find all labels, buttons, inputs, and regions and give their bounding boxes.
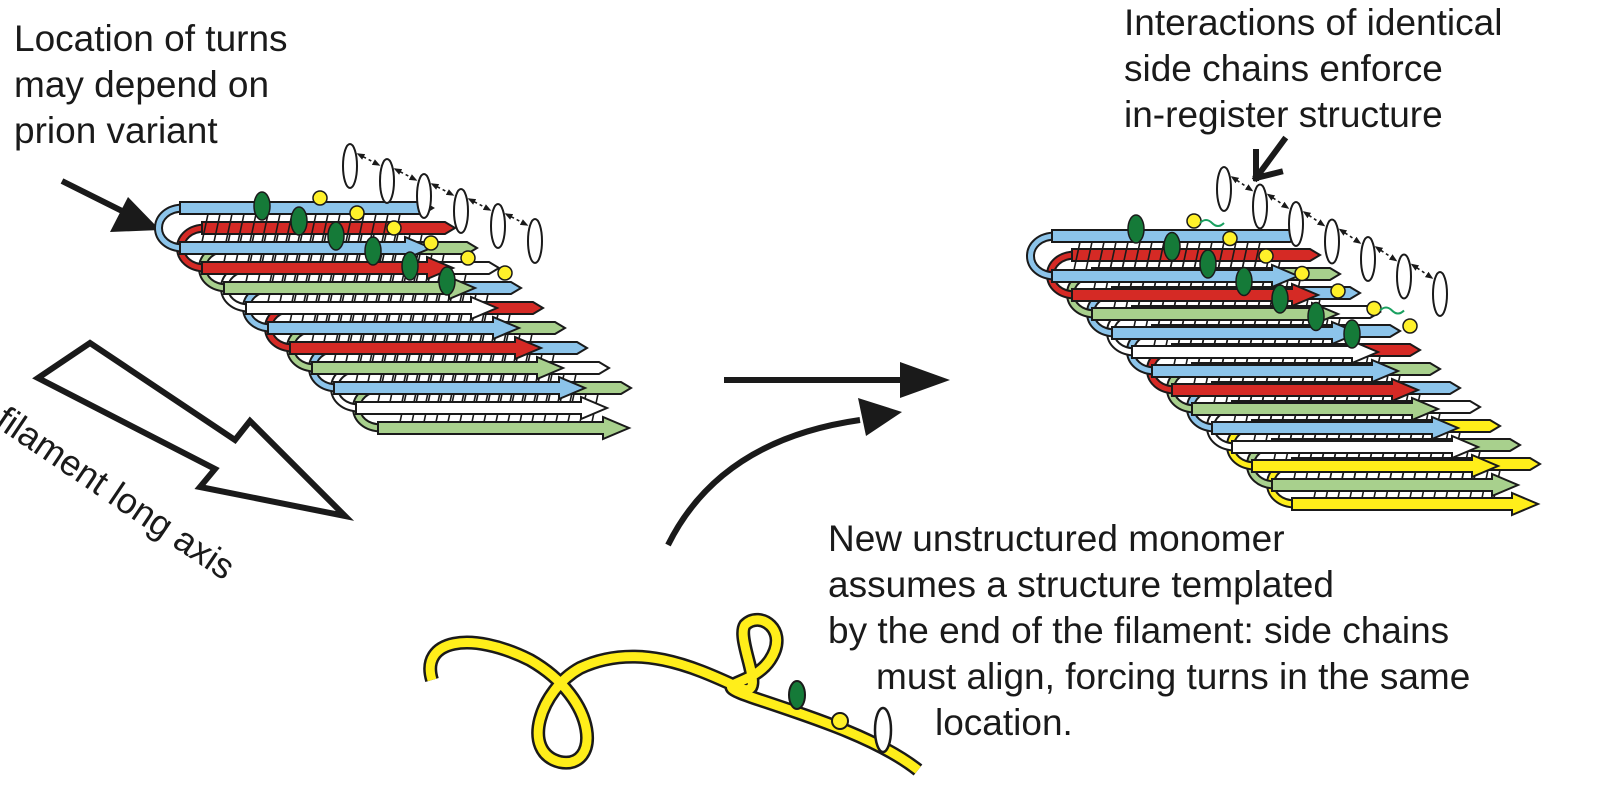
yellow-side-chain <box>1222 230 1238 247</box>
green-side-chain <box>401 251 419 281</box>
interactions-note-line: in-register structure <box>1124 94 1443 135</box>
white-side-chain <box>1252 183 1268 230</box>
turns-note: Location of turns may depend on prion va… <box>14 16 288 154</box>
white-side-chain <box>342 143 358 189</box>
green-side-chain <box>364 236 382 266</box>
green-side-chain <box>1307 301 1325 332</box>
right-filament-stack <box>1026 229 1542 517</box>
side-chain-interaction <box>504 213 529 226</box>
monomer-note-line: location. <box>935 702 1073 743</box>
unstructured-monomer-ribbon <box>423 613 923 776</box>
left-side-chains <box>253 143 543 296</box>
side-chain-interaction <box>1266 193 1290 209</box>
white-side-chain <box>1288 201 1304 247</box>
interactions-note: Interactions of identical side chains en… <box>1124 0 1502 138</box>
turns-note-line: may depend on <box>14 64 270 105</box>
side-chain-interaction <box>1410 263 1434 279</box>
green-side-chain <box>1343 319 1361 349</box>
green-side-chain <box>1271 284 1289 314</box>
side-chain-interaction <box>393 168 418 181</box>
green-side-chain <box>1235 266 1253 297</box>
green-side-chain <box>1199 249 1217 279</box>
left-filament-stack <box>154 201 633 441</box>
yellow-side-chain <box>386 220 402 236</box>
side-chain-interaction <box>1230 176 1254 192</box>
hydrogen-bond-mark <box>1199 219 1225 227</box>
green-side-chain <box>1127 214 1145 244</box>
yellow-side-chain <box>1258 248 1274 264</box>
side-chain-interaction <box>1374 246 1398 262</box>
yellow-side-chain <box>1330 283 1346 299</box>
interactions-note-line: side chains enforce <box>1124 48 1443 89</box>
green-side-chain <box>290 206 308 236</box>
monomer-note: New unstructured monomer assumes a struc… <box>828 516 1470 746</box>
interactions-note-line: Interactions of identical <box>1124 2 1503 43</box>
turns-note-line: prion variant <box>14 110 218 151</box>
white-side-chain <box>1432 271 1448 317</box>
process-arrow <box>724 362 950 398</box>
side-chain-interaction <box>356 153 381 166</box>
yellow-side-chain <box>1186 213 1202 229</box>
white-side-chain <box>1216 166 1232 212</box>
side-chain-interaction <box>467 198 492 211</box>
white-side-chain <box>453 188 469 234</box>
monomer-note-line: must align, forcing turns in the same <box>876 656 1471 697</box>
turns-pointer-arrow <box>60 178 160 232</box>
green-side-chain <box>253 191 271 221</box>
monomer-white-side-chain <box>873 706 893 754</box>
yellow-side-chain <box>460 250 476 266</box>
yellow-side-chain <box>1366 300 1382 317</box>
side-chain-interaction <box>430 183 455 196</box>
turns-note-line: Location of turns <box>14 18 288 59</box>
white-side-chain <box>1360 236 1376 282</box>
monomer-note-line: assumes a structure templated <box>828 564 1334 605</box>
green-side-chain <box>1163 231 1181 262</box>
yellow-side-chain <box>312 190 328 206</box>
white-side-chain <box>1396 253 1412 300</box>
white-side-chain <box>416 173 432 219</box>
yellow-side-chain <box>497 265 513 281</box>
yellow-side-chain <box>1402 318 1418 334</box>
white-side-chain <box>527 218 543 264</box>
yellow-side-chain <box>1294 265 1310 282</box>
white-side-chain <box>1324 218 1340 265</box>
monomer-yellow-side-chain <box>831 712 849 730</box>
monomer-note-line: by the end of the filament: side chains <box>828 610 1450 651</box>
monomer-addition-arrow <box>665 398 902 547</box>
monomer-note-line: New unstructured monomer <box>828 518 1285 559</box>
interactions-pointer-arrow <box>1251 135 1289 183</box>
yellow-side-chain <box>349 205 365 221</box>
side-chain-interaction <box>1338 228 1362 244</box>
yellow-side-chain <box>423 235 439 251</box>
green-side-chain <box>327 221 345 251</box>
side-chain-interaction <box>1302 211 1326 227</box>
white-side-chain <box>490 203 506 249</box>
green-side-chain <box>438 266 456 296</box>
right-side-chains <box>1127 166 1448 349</box>
filament-axis-arrow <box>32 339 355 521</box>
monomer-green-side-chain <box>788 680 806 710</box>
hydrogen-bond-mark <box>1379 306 1405 315</box>
white-side-chain <box>379 158 395 204</box>
